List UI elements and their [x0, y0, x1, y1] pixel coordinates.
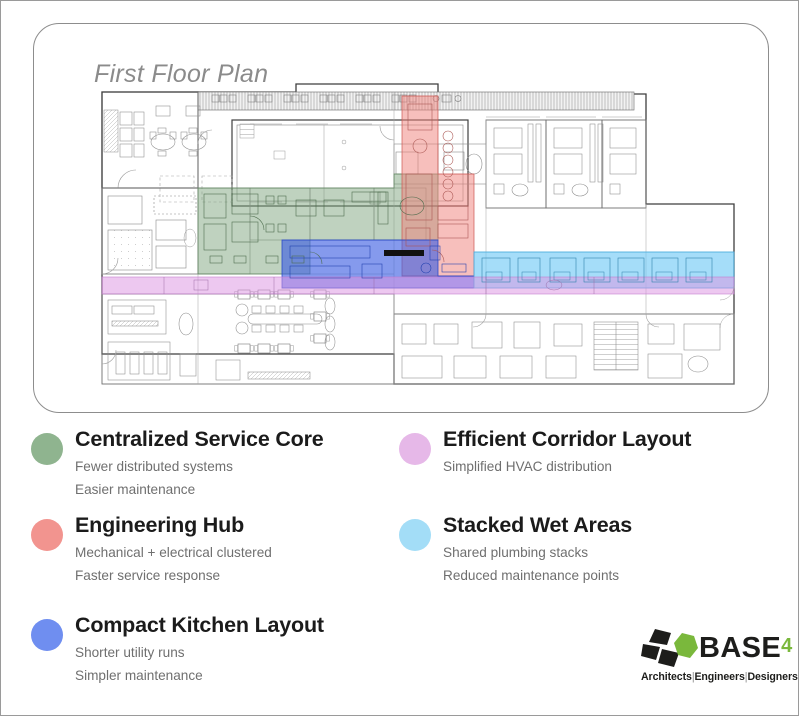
legend-dot-lightblue	[399, 519, 431, 551]
floor-plan-card: First Floor Plan	[33, 23, 769, 413]
legend-title: Engineering Hub	[75, 513, 245, 537]
legend-subtitle: Shared plumbing stacks	[443, 545, 589, 560]
floor-plan-drawing	[101, 83, 735, 385]
legend-dot-blue	[31, 619, 63, 651]
logo-word-base: BASE	[699, 632, 782, 664]
base4-tagline: Architects|Engineers|Designers	[641, 671, 798, 683]
zone-corridor	[101, 276, 735, 295]
legend-dot-purple	[399, 433, 431, 465]
legend-title: Centralized Service Core	[75, 427, 324, 451]
legend-subtitle: Simpler maintenance	[75, 668, 203, 683]
logo-superscript-4: 4	[781, 635, 793, 657]
tagline-engineers: Engineers	[694, 671, 745, 683]
tagline-sep-2: |	[744, 671, 748, 683]
legend-subtitle: Mechanical + electrical clustered	[75, 545, 272, 560]
page-title: First Floor Plan	[94, 60, 269, 88]
legend-subtitle: Simplified HVAC distribution	[443, 459, 612, 474]
legend-subtitle: Fewer distributed systems	[75, 459, 233, 474]
base4-logo-mark	[641, 629, 698, 667]
legend-dot-red	[31, 519, 63, 551]
base4-logo[interactable]: BASE4 Architects|Engineers|Designers	[641, 621, 798, 693]
legend-subtitle: Reduced maintenance points	[443, 568, 620, 583]
legend-title: Compact Kitchen Layout	[75, 613, 324, 637]
legend-dot-green	[31, 433, 63, 465]
legend-title: Stacked Wet Areas	[443, 513, 632, 537]
legend-title: Efficient Corridor Layout	[443, 427, 692, 451]
legend-subtitle: Easier maintenance	[75, 482, 196, 497]
legend-subtitle: Faster service response	[75, 568, 221, 583]
base4-wordmark: BASE4	[699, 629, 793, 665]
tagline-architects: Architects	[641, 671, 692, 683]
legend: Centralized Service Core Fewer distribut…	[1, 421, 800, 718]
tagline-sep-1: |	[691, 671, 695, 683]
tagline-designers: Designers	[747, 671, 798, 683]
legend-subtitle: Shorter utility runs	[75, 645, 185, 660]
